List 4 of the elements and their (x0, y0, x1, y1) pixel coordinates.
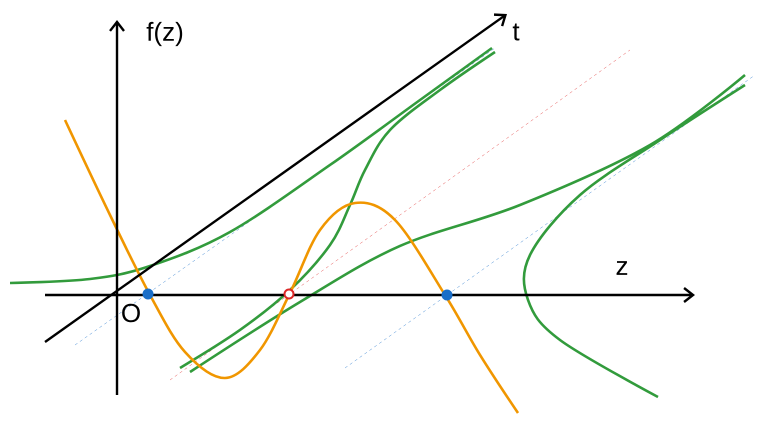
axis-label: f(z) (146, 22, 182, 46)
axis-label: O (122, 304, 140, 322)
axis-label: z (616, 261, 628, 275)
axis-label: t (512, 24, 520, 40)
